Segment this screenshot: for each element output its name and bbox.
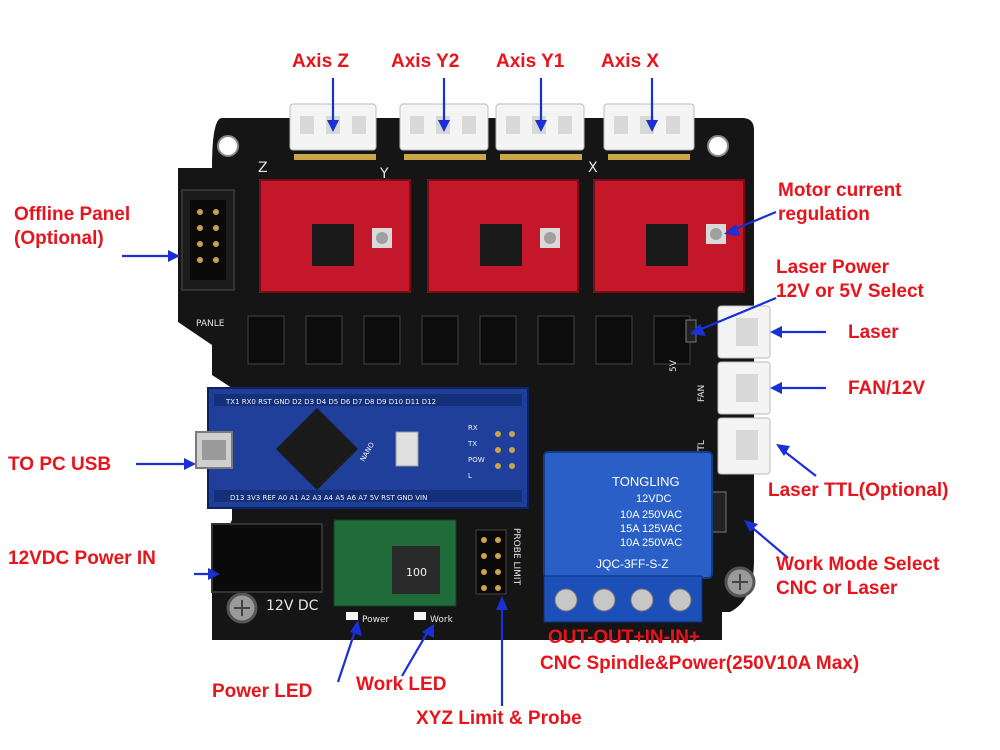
driver-module-y [427, 179, 579, 293]
relay-line-4: 10A 250VAC [620, 537, 682, 549]
nano-led-pow: POW [468, 456, 485, 464]
fan-connector [717, 361, 771, 415]
driver-module-z [259, 179, 411, 293]
arduino-nano [207, 387, 529, 509]
ttl-connector [717, 417, 771, 475]
mount-hole-top-left [217, 135, 239, 157]
nano-led-rx: RX [468, 424, 478, 432]
silk-fan: FAN [697, 385, 707, 402]
optocoupler-row [247, 315, 691, 365]
relay-model: JQC-3FF-S-Z [596, 557, 669, 571]
label-motor-current-regulation: regulation [778, 204, 870, 225]
label-out-in: OUT-OUT+IN-IN+ [548, 627, 700, 648]
label-laser-ttl: Laser TTL(Optional) [768, 480, 949, 501]
relay-brand: TONGLING [612, 474, 680, 489]
limit-probe-header [475, 529, 507, 595]
work-mode-jumper [711, 491, 727, 533]
label-fan: FAN/12V [848, 378, 925, 399]
silk-ttl: TTL [697, 440, 707, 457]
label-work-mode-options: CNC or Laser [776, 578, 898, 599]
silk-x: X [588, 160, 598, 176]
relay-line-3: 15A 125VAC [620, 523, 682, 535]
label-laser-power: Laser Power [776, 257, 890, 278]
label-offline-panel-optional: (Optional) [14, 228, 104, 249]
nano-bottom-pins: D13 3V3 REF A0 A1 A2 A3 A4 A5 A6 A7 5V R… [230, 494, 427, 502]
label-power-in: 12VDC Power IN [8, 548, 156, 569]
label-work-led: Work LED [356, 674, 446, 695]
silk-z: Z [258, 160, 268, 176]
mount-hole-top-right [707, 135, 729, 157]
annotation-arrows [122, 78, 826, 706]
silk-probe-limit: PROBE LIMIT [511, 528, 521, 586]
label-axis-y2: Axis Y2 [391, 51, 459, 72]
inductor-mark: 100 [406, 566, 427, 579]
relay-line-2: 10A 250VAC [620, 509, 682, 521]
label-spindle: CNC Spindle&Power(250V10A Max) [540, 653, 859, 674]
label-axis-z: Axis Z [292, 51, 349, 72]
nano-top-pins: TX1 RX0 RST GND D2 D3 D4 D5 D6 D7 D8 D9 … [225, 398, 436, 406]
axis-x-connector [603, 103, 695, 151]
label-axis-y1: Axis Y1 [496, 51, 565, 72]
work-led [414, 612, 426, 620]
nano-led-l: L [468, 472, 472, 480]
silk-work: Work [430, 615, 454, 625]
offline-panel-header [181, 189, 235, 291]
laser-connector [717, 305, 771, 359]
label-offline-panel: Offline Panel [14, 204, 130, 225]
dc-dc-converter [333, 519, 457, 607]
dc-power-jack [211, 523, 323, 593]
label-to-pc-usb: TO PC USB [8, 454, 111, 475]
label-motor-current: Motor current [778, 180, 902, 201]
icsp-header [495, 431, 515, 469]
connector-pin-rows [294, 154, 690, 160]
silk-5v: 5V [669, 359, 679, 372]
power-led [346, 612, 358, 620]
label-laser: Laser [848, 322, 899, 343]
label-limit-probe: XYZ Limit & Probe [416, 708, 582, 729]
silk-y: Y [379, 166, 389, 182]
label-laser-power-select: 12V or 5V Select [776, 281, 925, 302]
label-work-mode: Work Mode Select [776, 554, 940, 575]
label-axis-x: Axis X [601, 51, 659, 72]
nano-led-tx: TX [467, 440, 477, 448]
label-power-led: Power LED [212, 681, 312, 702]
relay-line-1: 12VDC [636, 493, 672, 505]
driver-module-x [593, 179, 745, 293]
silk-power: Power [362, 615, 390, 625]
silk-panel: PANLE [196, 319, 225, 329]
silk-12vdc: 12V DC [266, 598, 319, 614]
screw-terminals [543, 575, 703, 623]
